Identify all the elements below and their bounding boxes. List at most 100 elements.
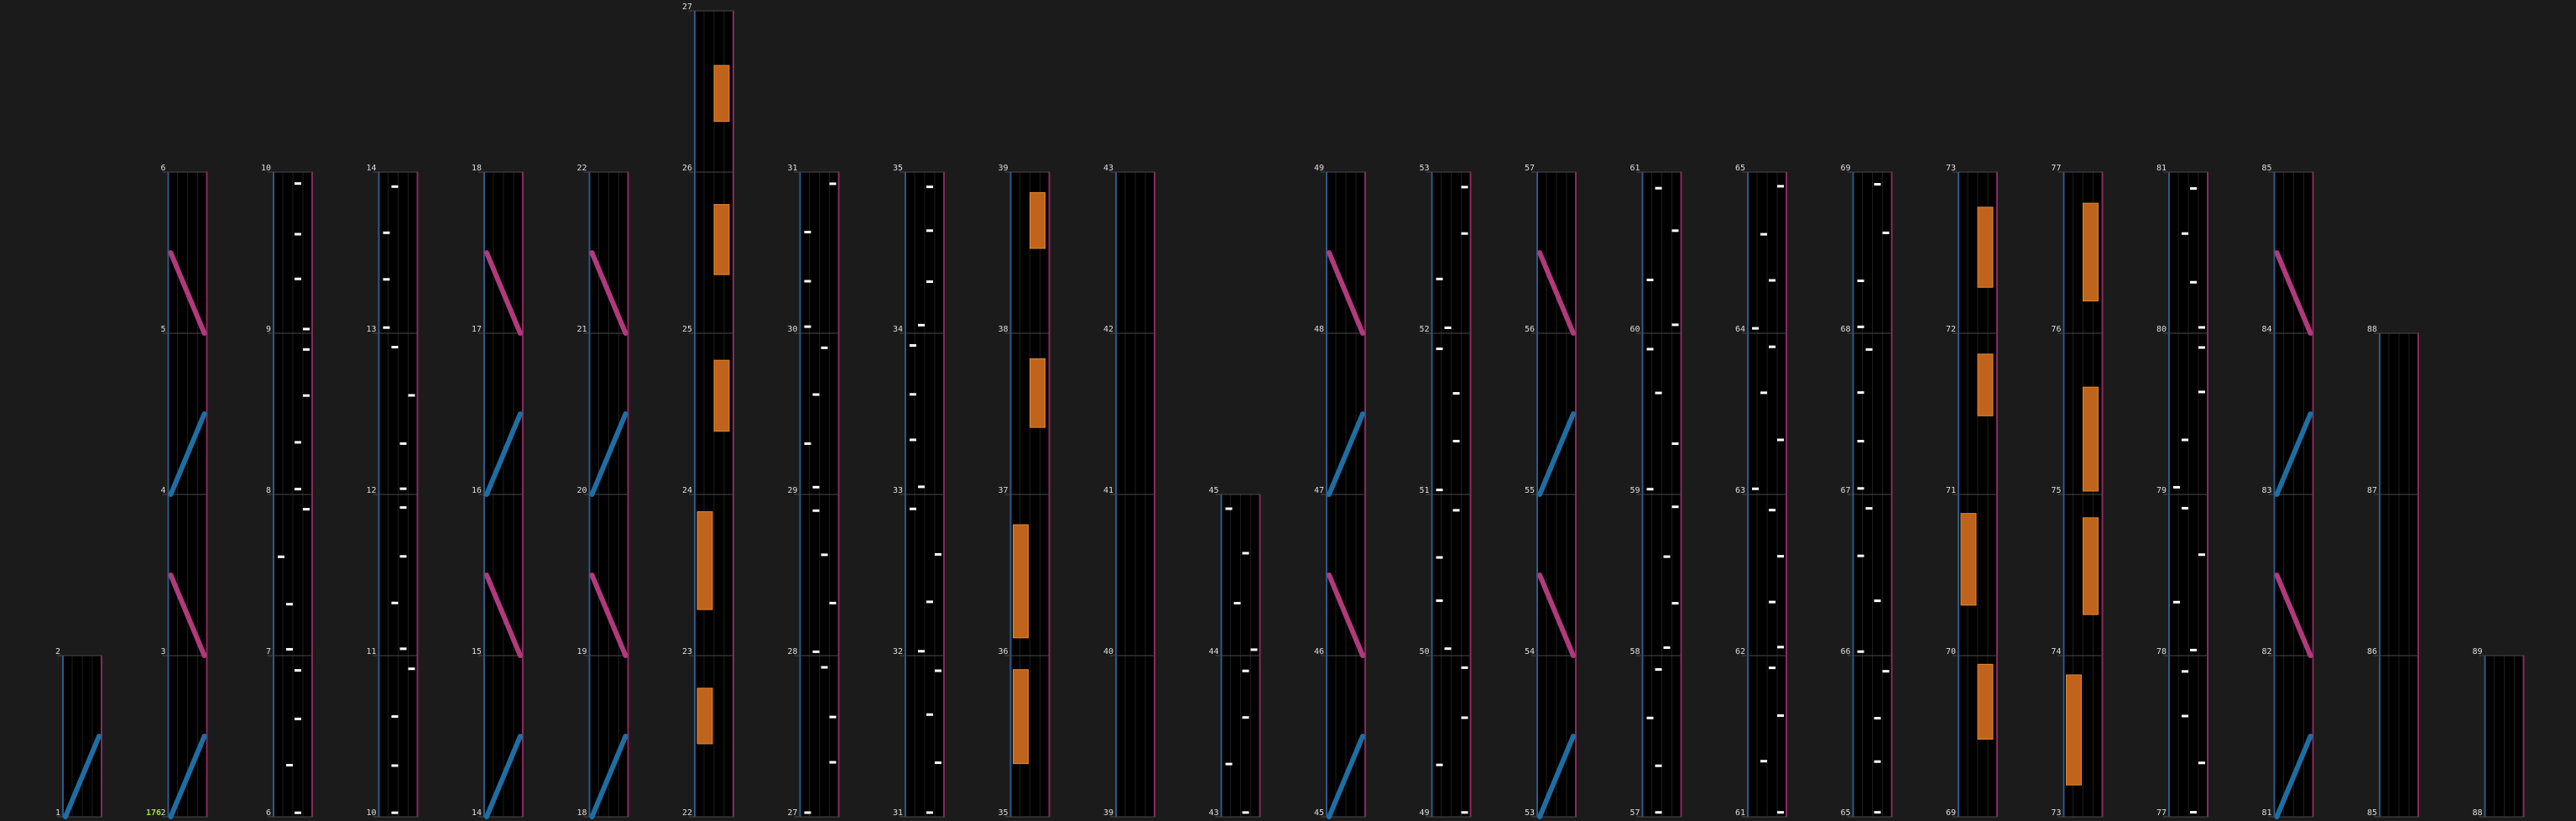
- measure-number: 28: [787, 647, 797, 656]
- tap-note: [295, 669, 301, 672]
- tap-note: [295, 441, 301, 444]
- measure-number: 67: [1840, 486, 1850, 495]
- measure-number: 85: [2367, 808, 2377, 818]
- slide-note: [589, 573, 628, 658]
- measure-number: 8: [266, 486, 271, 495]
- tap-note: [1242, 552, 1249, 555]
- tap-note: [1777, 811, 1784, 814]
- tap-note: [926, 600, 933, 604]
- measure-number: 34: [893, 325, 903, 334]
- tap-note: [1663, 555, 1671, 558]
- slide-note: [589, 734, 628, 819]
- measure-number: 88: [2472, 808, 2482, 818]
- slide-note: [2274, 573, 2313, 658]
- tap-note: [2198, 761, 2205, 765]
- measure-number: 4: [160, 486, 165, 495]
- measure-number: 22: [682, 808, 692, 818]
- measure-number: 46: [1314, 647, 1324, 656]
- measure-number: 81: [2261, 808, 2271, 818]
- slide-note: [589, 250, 628, 336]
- chart-column: 12: [55, 647, 102, 819]
- measure-number: 65: [1840, 808, 1850, 818]
- tap-note: [2198, 390, 2205, 394]
- tap-note: [391, 346, 399, 349]
- tap-note: [2190, 186, 2197, 190]
- tap-note: [910, 507, 916, 510]
- measure-number: 7: [266, 647, 271, 656]
- measure-number: 74: [2051, 647, 2061, 656]
- slide-note: [1537, 734, 1576, 819]
- tap-note: [2173, 600, 2180, 604]
- slide-note: [2274, 734, 2313, 819]
- tap-note: [829, 601, 837, 604]
- measure-number: 56: [1525, 325, 1535, 334]
- tap-note: [1655, 186, 1662, 190]
- measure-number: 20: [576, 486, 587, 495]
- measure-number: 37: [998, 486, 1008, 495]
- tap-note: [399, 506, 407, 510]
- tap-note: [1663, 646, 1671, 649]
- tap-note: [278, 555, 284, 558]
- tap-note: [1760, 760, 1767, 763]
- tap-note: [399, 555, 407, 558]
- tap-note: [295, 811, 301, 814]
- tap-note: [1461, 716, 1468, 719]
- tap-note: [812, 650, 820, 653]
- measure-number: 45: [1208, 486, 1218, 495]
- slide-note: [1327, 573, 1365, 658]
- tap-note: [286, 647, 293, 651]
- measure-number: 54: [1525, 647, 1535, 656]
- tap-note: [391, 764, 399, 767]
- tap-note: [295, 277, 301, 280]
- tap-note: [1777, 555, 1784, 558]
- measure-number: 42: [1103, 325, 1113, 334]
- tap-note: [303, 348, 310, 351]
- tap-note: [804, 442, 811, 445]
- tap-note: [1769, 345, 1776, 348]
- measure-number: 13: [366, 325, 376, 334]
- hold-note: [1013, 669, 1029, 765]
- tap-note: [303, 327, 310, 331]
- tap-note: [918, 485, 925, 489]
- measure-number: 52: [1419, 325, 1429, 334]
- hold-note: [1977, 663, 1994, 740]
- tap-note: [926, 713, 933, 716]
- measure-number: 2: [160, 808, 165, 818]
- measure-number: 85: [2261, 164, 2271, 173]
- measure-number: 71: [1946, 486, 1956, 495]
- measure-number: 39: [1103, 808, 1113, 818]
- tap-note: [1671, 323, 1679, 327]
- measure-number: 9: [266, 325, 271, 334]
- measure-number: 48: [1314, 325, 1324, 334]
- tap-note: [1874, 760, 1881, 763]
- measure-number: 1: [55, 808, 60, 818]
- measure-number: 63: [1735, 486, 1745, 495]
- tap-note: [1436, 277, 1443, 280]
- measure-number: 51: [1419, 486, 1429, 495]
- measure-number: 45: [1314, 808, 1324, 818]
- slide-note: [1327, 411, 1365, 497]
- tap-note: [1777, 646, 1784, 649]
- hold-note: [696, 688, 713, 745]
- measure-number: 89: [2472, 647, 2482, 656]
- measure-number: 61: [1630, 164, 1640, 173]
- tap-note: [812, 393, 820, 396]
- slide-note: [168, 573, 207, 658]
- measure-number: 64: [1735, 325, 1745, 334]
- measure-number: 53: [1419, 164, 1429, 173]
- measure-number: 2: [55, 647, 60, 656]
- measure-number: 19: [576, 647, 587, 656]
- hold-note: [713, 204, 730, 275]
- tap-note: [926, 811, 933, 814]
- tap-note: [408, 394, 415, 397]
- measure-number: 33: [893, 486, 903, 495]
